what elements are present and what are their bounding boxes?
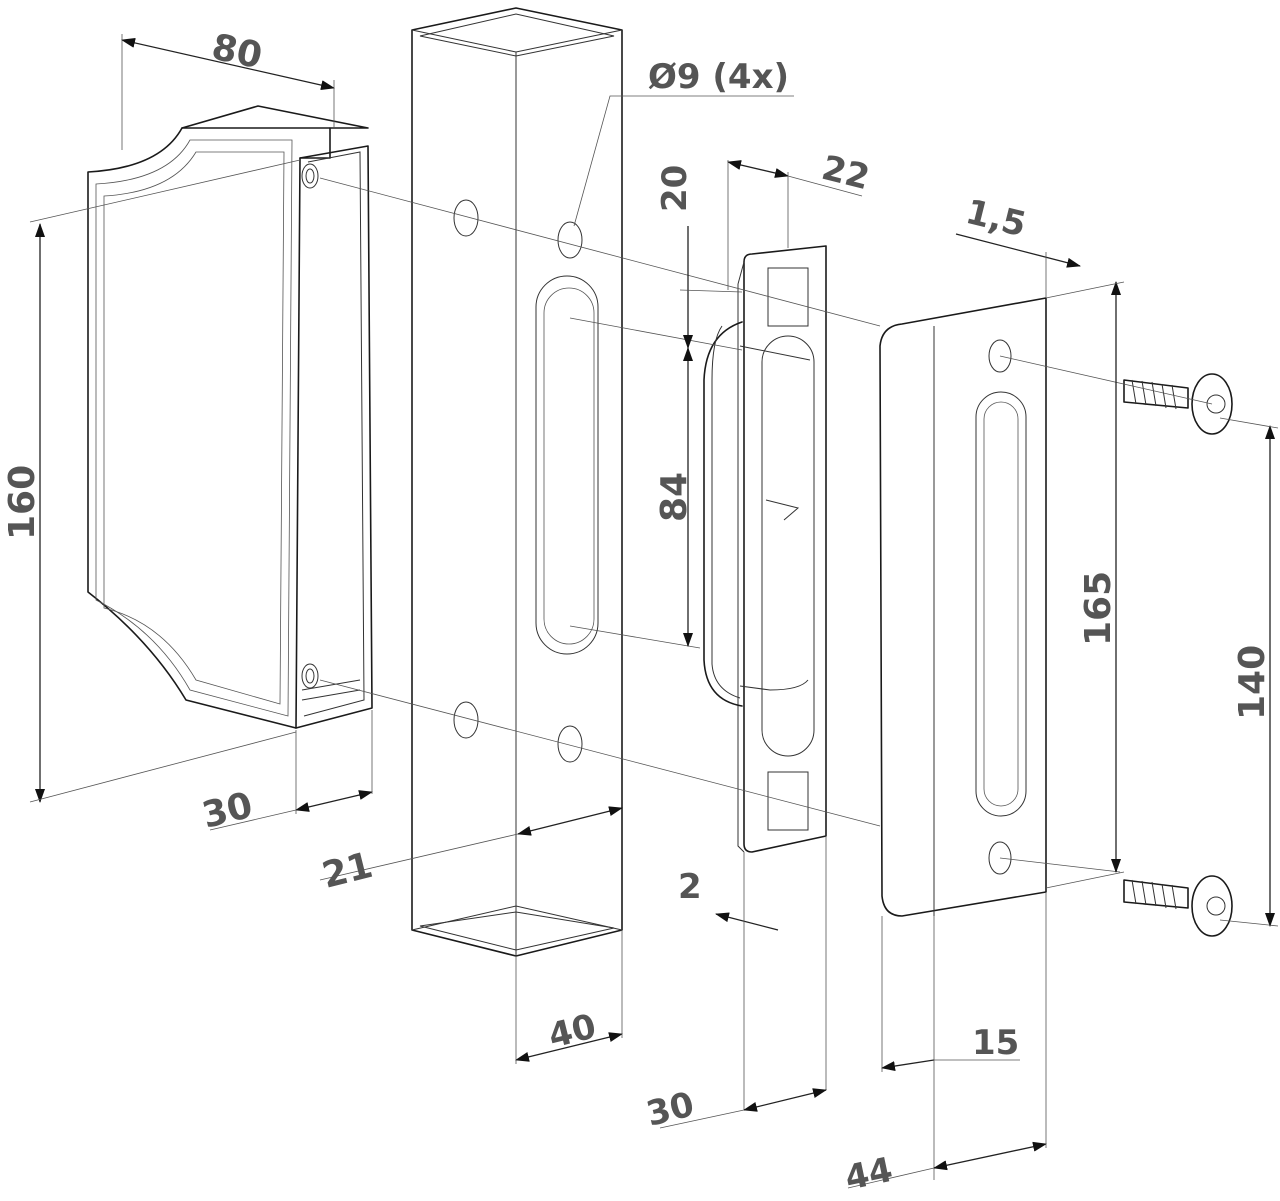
- dim-15: 15: [972, 1023, 1019, 1063]
- dim-44: 44: [842, 1150, 897, 1199]
- alignment-lines: [319, 177, 1213, 873]
- dim-80: 80: [208, 27, 266, 78]
- dim-160: 160: [2, 465, 43, 540]
- square-tube: [411, 7, 623, 957]
- dim-30-box: 30: [198, 785, 257, 837]
- dim-20: 20: [655, 165, 695, 212]
- dimension-lines: [29, 34, 1279, 1189]
- dim-1-5: 1,5: [962, 192, 1030, 245]
- strike-plate: [703, 245, 827, 853]
- dim-21: 21: [318, 845, 377, 897]
- dim-84: 84: [654, 472, 695, 522]
- screw-bottom: [1123, 875, 1233, 937]
- angle-bracket: [879, 297, 1047, 917]
- dim-diameter-9: Ø9 (4x): [648, 57, 789, 97]
- dim-22: 22: [818, 148, 874, 198]
- screw-top: [1123, 373, 1233, 435]
- dim-40: 40: [545, 1006, 601, 1056]
- dim-2: 2: [678, 867, 702, 907]
- lock-box: [87, 105, 373, 729]
- dim-30-plate: 30: [643, 1084, 699, 1134]
- dim-165: 165: [1078, 571, 1119, 646]
- dim-140: 140: [1232, 645, 1273, 720]
